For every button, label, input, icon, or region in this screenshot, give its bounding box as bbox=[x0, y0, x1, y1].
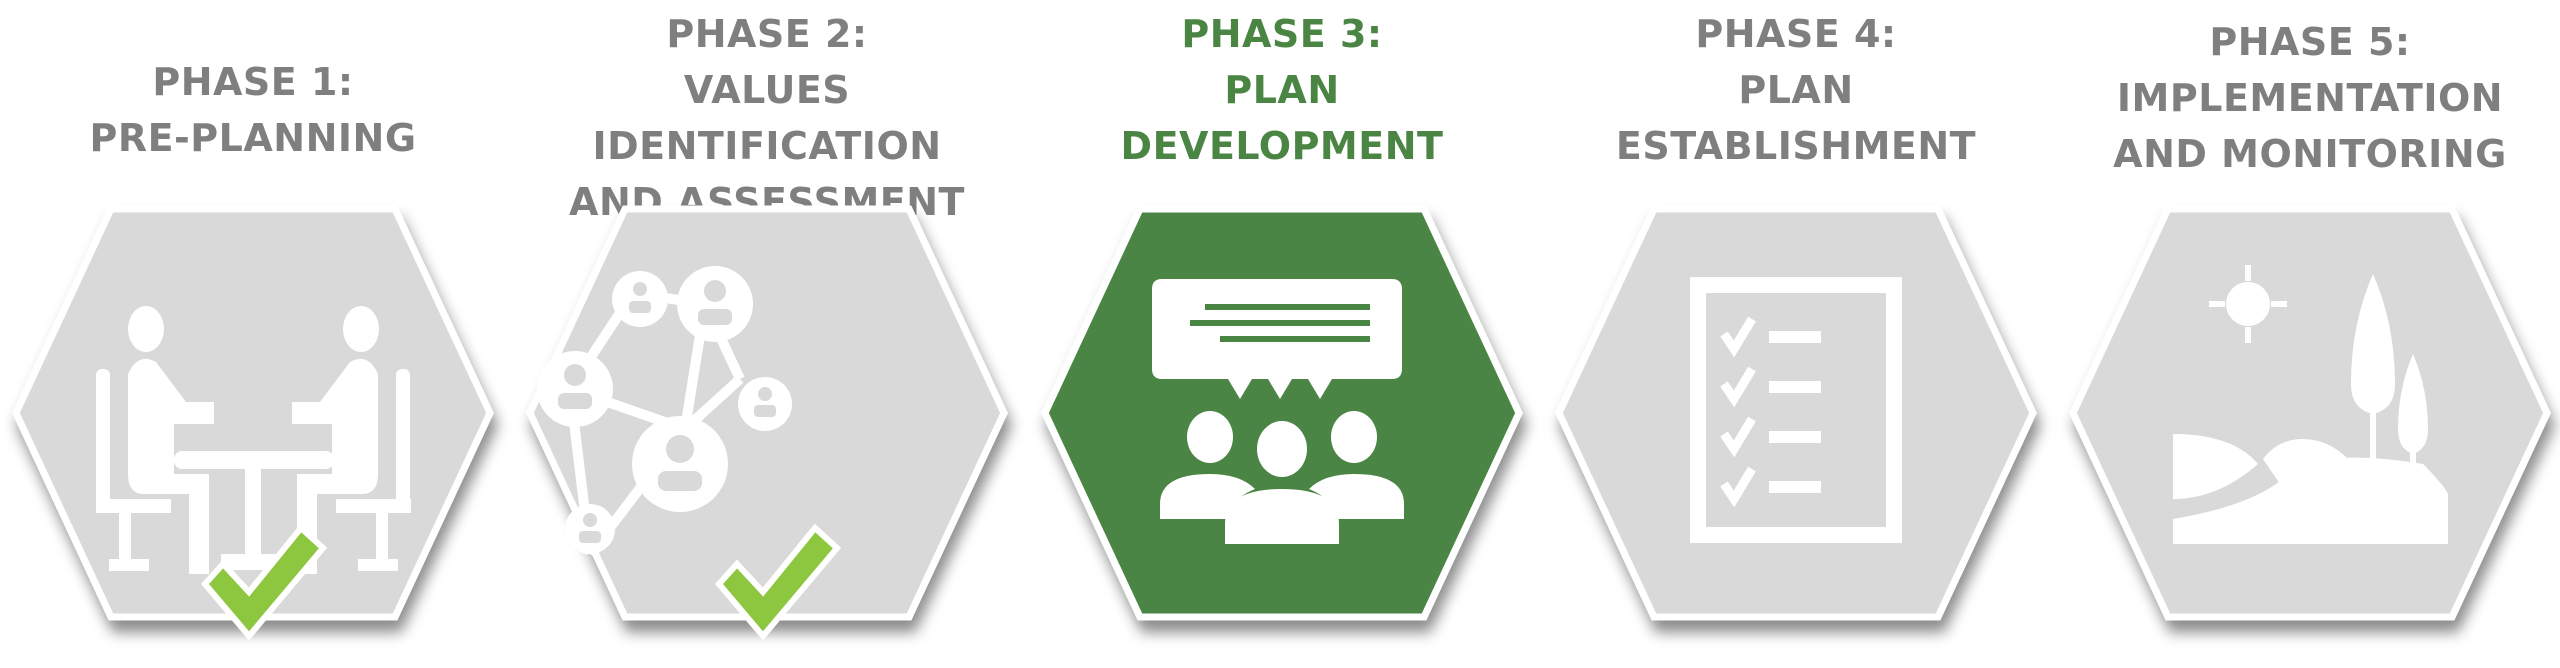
phase-1-hexagon[interactable] bbox=[16, 209, 490, 617]
phase-3-hexagon[interactable] bbox=[1045, 209, 1519, 617]
phase-name: ESTABLISHMENT bbox=[1615, 124, 1977, 168]
phase-name: PRE-PLANNING bbox=[89, 116, 417, 160]
phase-5-hexagon[interactable] bbox=[2073, 209, 2547, 617]
landscape-icon bbox=[2173, 265, 2448, 544]
meeting-icon bbox=[96, 306, 411, 574]
phase-2-hexagon[interactable] bbox=[530, 209, 1004, 617]
phase-3-title: PHASE 3: PLAN DEVELOPMENT bbox=[1025, 6, 1539, 174]
discussion-icon bbox=[1152, 279, 1404, 544]
phase-2-complete-check-icon bbox=[715, 523, 842, 641]
phase-name: PLAN bbox=[1738, 68, 1854, 112]
phase-label: PHASE 3: bbox=[1181, 12, 1383, 56]
phase-name: DEVELOPMENT bbox=[1120, 124, 1444, 168]
phase-label: PHASE 4: bbox=[1695, 12, 1897, 56]
phase-4-title: PHASE 4: PLAN ESTABLISHMENT bbox=[1539, 6, 2053, 174]
phase-2-title: PHASE 2: VALUES IDENTIFICATION AND ASSES… bbox=[510, 6, 1024, 230]
phase-1-complete-check-icon bbox=[201, 523, 328, 641]
checklist-icon bbox=[1690, 277, 1902, 543]
phase-label: PHASE 2: bbox=[666, 12, 868, 56]
phase-label: PHASE 5: bbox=[2209, 20, 2411, 64]
network-icon bbox=[537, 266, 792, 558]
phase-1-title: PHASE 1: PRE-PLANNING bbox=[0, 54, 510, 166]
phase-label: PHASE 1: bbox=[152, 60, 354, 104]
phase-5-title: PHASE 5: IMPLEMENTATION AND MONITORING bbox=[2053, 14, 2560, 182]
phase-name: AND MONITORING bbox=[2113, 132, 2507, 176]
phase-name: VALUES IDENTIFICATION bbox=[592, 68, 942, 168]
phase-name: IMPLEMENTATION bbox=[2116, 76, 2504, 120]
phase-4-hexagon[interactable] bbox=[1559, 209, 2033, 617]
phase-name: PLAN bbox=[1224, 68, 1340, 112]
